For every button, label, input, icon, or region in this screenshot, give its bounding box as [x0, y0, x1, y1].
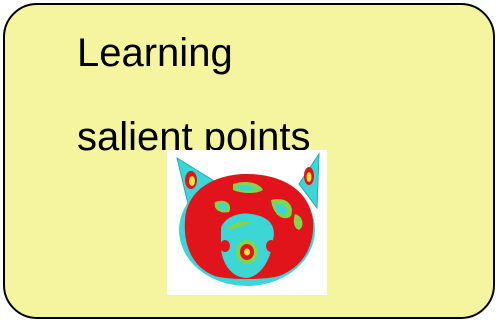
caption-line-1: Learning: [77, 31, 233, 75]
saliency-head-mesh-icon: [176, 152, 320, 286]
saliency-figure: [167, 150, 327, 295]
